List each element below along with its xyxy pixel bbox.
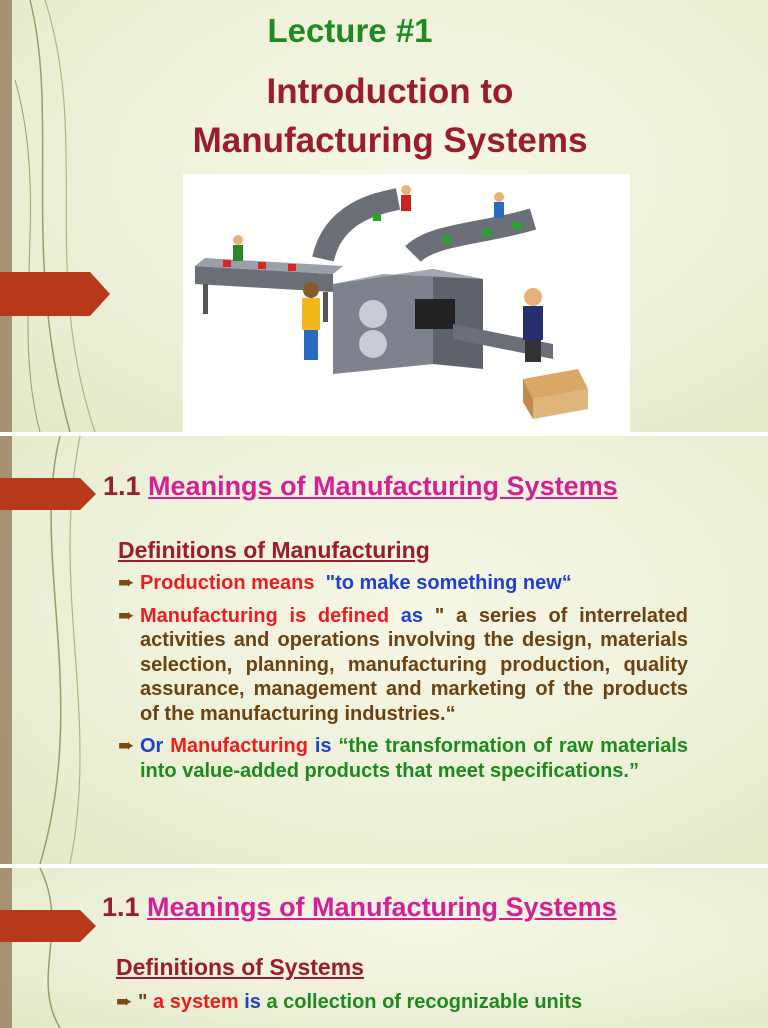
slide-3: 1.1 Meanings of Manufacturing Systems De…	[0, 868, 768, 1028]
arrow-bullet-icon: ➨	[118, 735, 135, 757]
section-heading-link[interactable]: Meanings of Manufacturing Systems	[148, 471, 618, 501]
slide-2: 1.1 Meanings of Manufacturing Systems De…	[0, 436, 768, 864]
bullet-item: ➨ " a system is a collection of recogniz…	[116, 991, 583, 1013]
left-accent-bar	[0, 0, 12, 432]
lecture-number: Lecture #1	[267, 12, 433, 49]
section-number: 1.1	[102, 892, 148, 922]
left-accent-bar	[0, 868, 12, 1028]
arrow-bullet-icon: ➨	[118, 572, 135, 594]
decorative-swirl	[14, 0, 96, 432]
slide-title-line-2: Manufacturing Systems	[192, 121, 588, 160]
section-heading-link[interactable]: Meanings of Manufacturing Systems	[147, 892, 617, 922]
slide-divider	[0, 432, 768, 436]
bullet-list: ➨ Production means "to make something ne…	[118, 571, 688, 791]
section-number: 1.1	[103, 471, 149, 501]
conveyor-factory-illustration	[183, 174, 630, 432]
definitions-heading: Definitions of Systems	[116, 954, 364, 980]
section-heading: 1.1 Meanings of Manufacturing Systems	[103, 471, 618, 502]
slide-divider	[0, 864, 768, 868]
arrow-bullet-icon: ➨	[118, 604, 135, 627]
arrow-bullet-icon: ➨	[116, 991, 133, 1013]
slide-1: Lecture #1 Introduction to Manufacturing…	[0, 0, 768, 432]
bullet-item: ➨ Or Manufacturing is “the transformatio…	[118, 735, 688, 782]
bullet-item: ➨ Manufacturing is defined as " a series…	[118, 604, 688, 725]
section-heading: 1.1 Meanings of Manufacturing Systems	[102, 892, 617, 923]
left-accent-bar	[0, 436, 12, 864]
bullet-list: ➨ " a system is a collection of recogniz…	[116, 990, 676, 1023]
slide-tab-arrow	[0, 272, 110, 316]
slide-tab-arrow	[0, 910, 96, 942]
definitions-heading: Definitions of Manufacturing	[118, 537, 430, 563]
slide-tab-arrow	[0, 478, 96, 510]
bullet-item: ➨ Production means "to make something ne…	[118, 572, 572, 594]
slide-title-line-1: Introduction to	[266, 72, 514, 111]
decorative-swirl	[39, 868, 61, 1028]
